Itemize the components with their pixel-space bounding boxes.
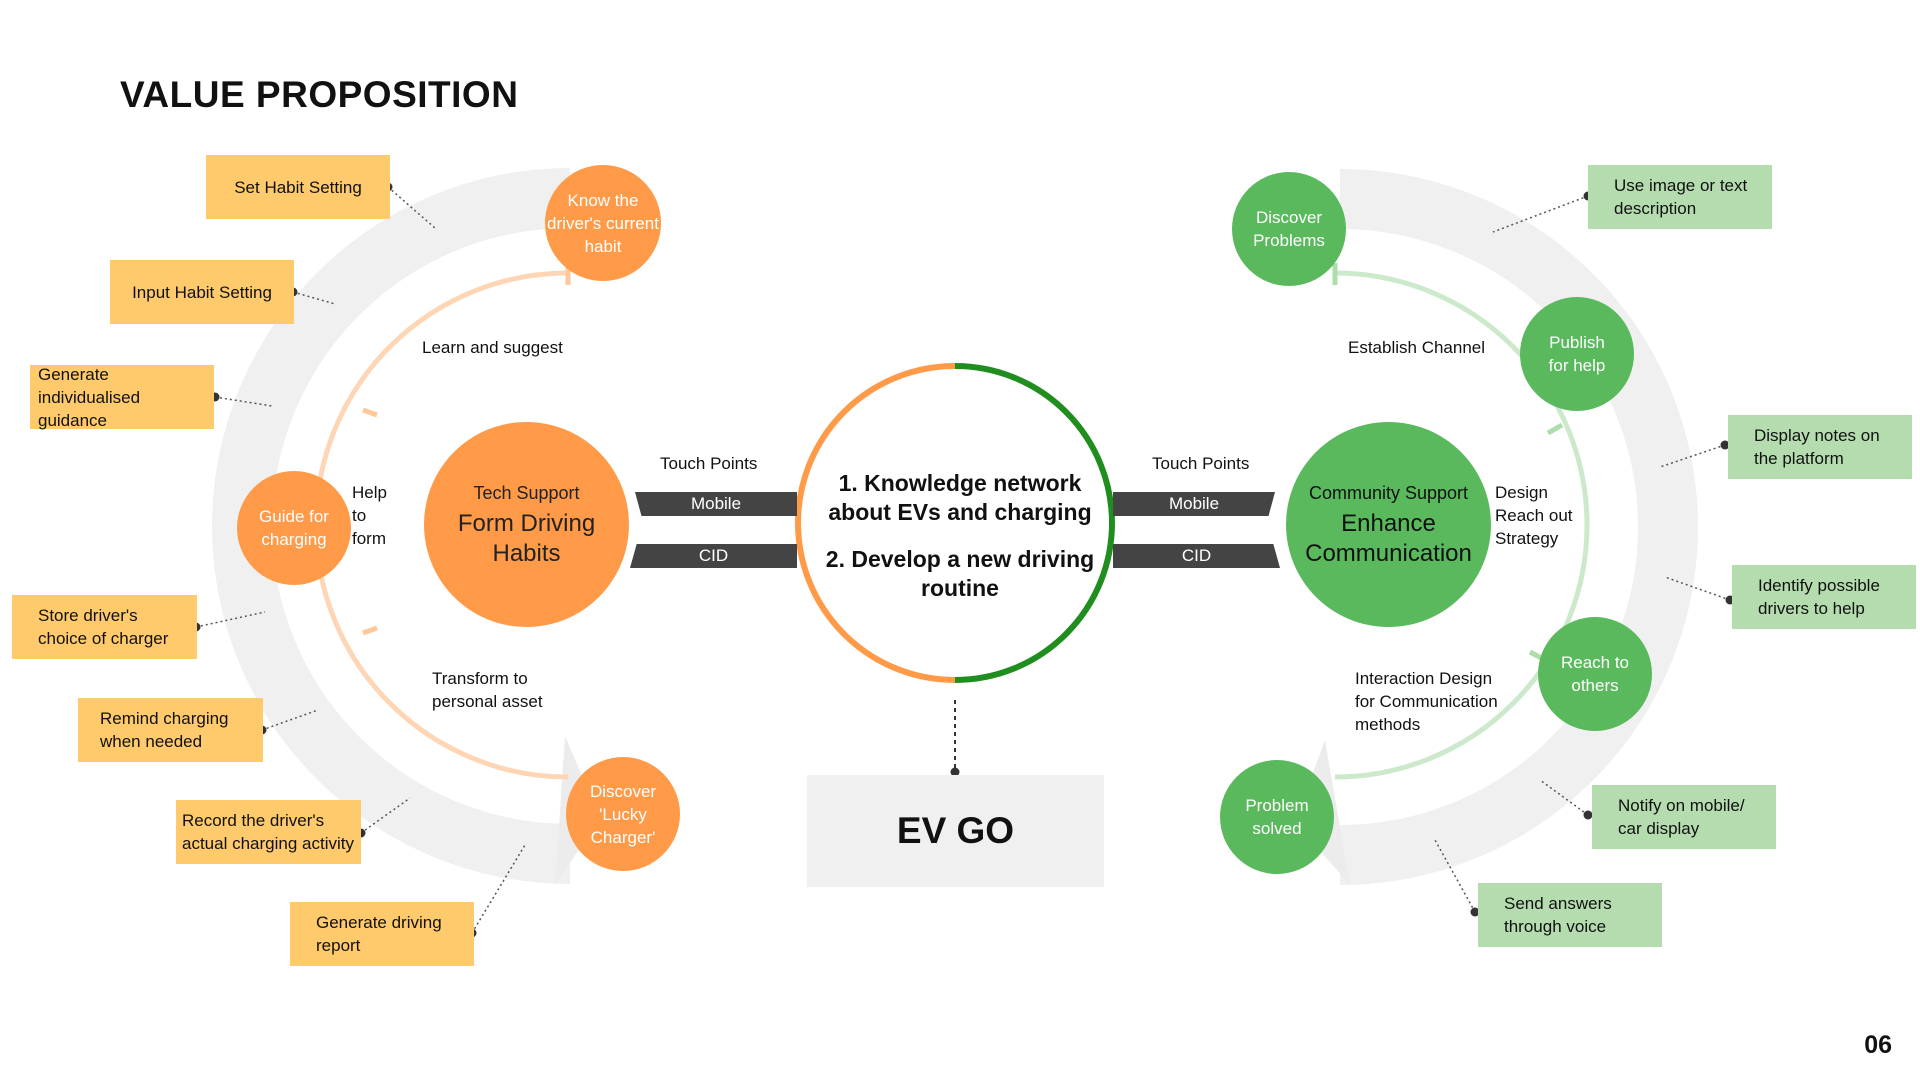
- page-title: VALUE PROPOSITION: [120, 74, 519, 115]
- center-statement-2: 2. Develop a new driving routine: [825, 546, 1095, 601]
- note-notify-mobile: Notify on mobile/ car display: [1592, 785, 1776, 849]
- note-remind-charging: Remind charging when needed: [78, 698, 263, 762]
- brand-ev-go: EV GO: [807, 775, 1104, 887]
- right-note-connectors: [1434, 195, 1731, 913]
- center-statements: 1. Knowledge network about EVs and charg…: [805, 469, 1115, 621]
- label-help-to-form: Help to form: [352, 483, 387, 548]
- note-store-driver-choice: Store driver's choice of charger: [12, 595, 197, 659]
- connector-dot: [950, 767, 960, 777]
- note-use-image-or-text: Use image or text description: [1588, 165, 1772, 229]
- band-cid-right: CID: [1113, 544, 1280, 568]
- note-generate-driving-report: Generate driving report: [290, 902, 474, 966]
- left-note-connectors: [195, 186, 526, 934]
- node-discover-lucky-charger: Discover 'Lucky Charger': [566, 757, 680, 871]
- node-guide-for-charging: Guide for charging: [237, 471, 351, 585]
- hub-tech-support-title: Form Driving Habits: [457, 509, 596, 567]
- note-record-charging-activity: Record the driver's actual charging acti…: [176, 800, 361, 864]
- band-mobile-right: Mobile: [1113, 492, 1275, 516]
- label-design-reach-out: Design Reach out Strategy: [1495, 483, 1573, 548]
- node-publish-for-help: Publish for help: [1520, 297, 1634, 411]
- center-circle-green-half: [954, 363, 1115, 683]
- note-generate-guidance: Generate individualised guidance: [30, 365, 214, 430]
- hub-tech-support: Tech Support Form Driving Habits: [424, 422, 629, 627]
- note-input-habit-setting: Input Habit Setting: [110, 260, 294, 324]
- note-set-habit-setting: Set Habit Setting: [206, 155, 390, 219]
- hub-community-support: Community Support Enhance Communication: [1286, 422, 1491, 627]
- label-transform-personal-asset: Transform to personal asset: [432, 669, 543, 711]
- center-circle-orange-half: [795, 363, 956, 683]
- note-display-notes: Display notes on the platform: [1728, 415, 1912, 479]
- hub-community-support-title: Enhance Communication: [1305, 509, 1472, 567]
- node-problem-solved: Problem solved: [1220, 760, 1334, 874]
- label-establish-channel: Establish Channel: [1348, 338, 1486, 357]
- note-identify-drivers: Identify possible drivers to help: [1732, 565, 1916, 629]
- label-touch-points-left: Touch Points: [660, 454, 758, 473]
- center-circle-fill: [798, 366, 1112, 680]
- label-touch-points-right: Touch Points: [1152, 454, 1250, 473]
- page-number: 06: [1864, 1031, 1892, 1059]
- band-cid-left: CID: [630, 544, 797, 568]
- node-know-current-habit: Know the driver's current habit: [545, 165, 661, 281]
- node-discover-problems: Discover Problems: [1232, 172, 1346, 286]
- note-send-answers-voice: Send answers through voice: [1478, 883, 1662, 947]
- node-reach-to-others: Reach to others: [1538, 617, 1652, 731]
- hub-tech-support-subtitle: Tech Support: [473, 482, 580, 503]
- center-statement-1: 1. Knowledge network about EVs and charg…: [828, 470, 1092, 525]
- label-interaction-design: Interaction Design for Communication met…: [1355, 669, 1498, 734]
- band-mobile-left: Mobile: [635, 492, 797, 516]
- label-learn-and-suggest: Learn and suggest: [422, 338, 563, 357]
- hub-community-support-subtitle: Community Support: [1308, 482, 1469, 503]
- right-outer-ring: [1339, 169, 1698, 885]
- right-inner-arc: [1334, 270, 1590, 780]
